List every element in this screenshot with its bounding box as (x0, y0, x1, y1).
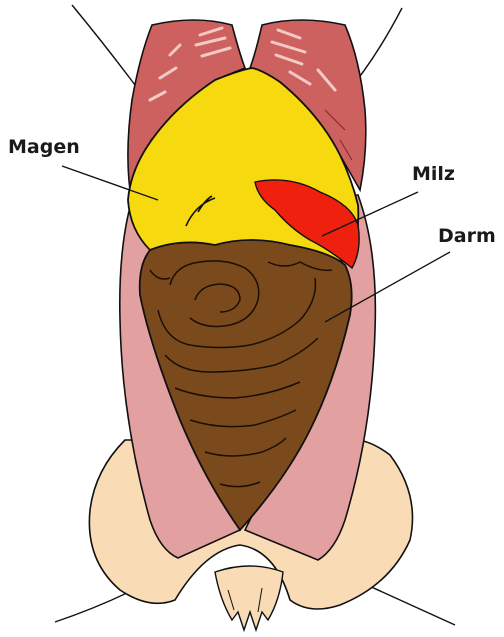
label-spleen: Milz (412, 163, 455, 185)
label-intestine: Darm (438, 225, 496, 247)
label-stomach: Magen (8, 136, 80, 158)
tail-area (215, 566, 283, 630)
